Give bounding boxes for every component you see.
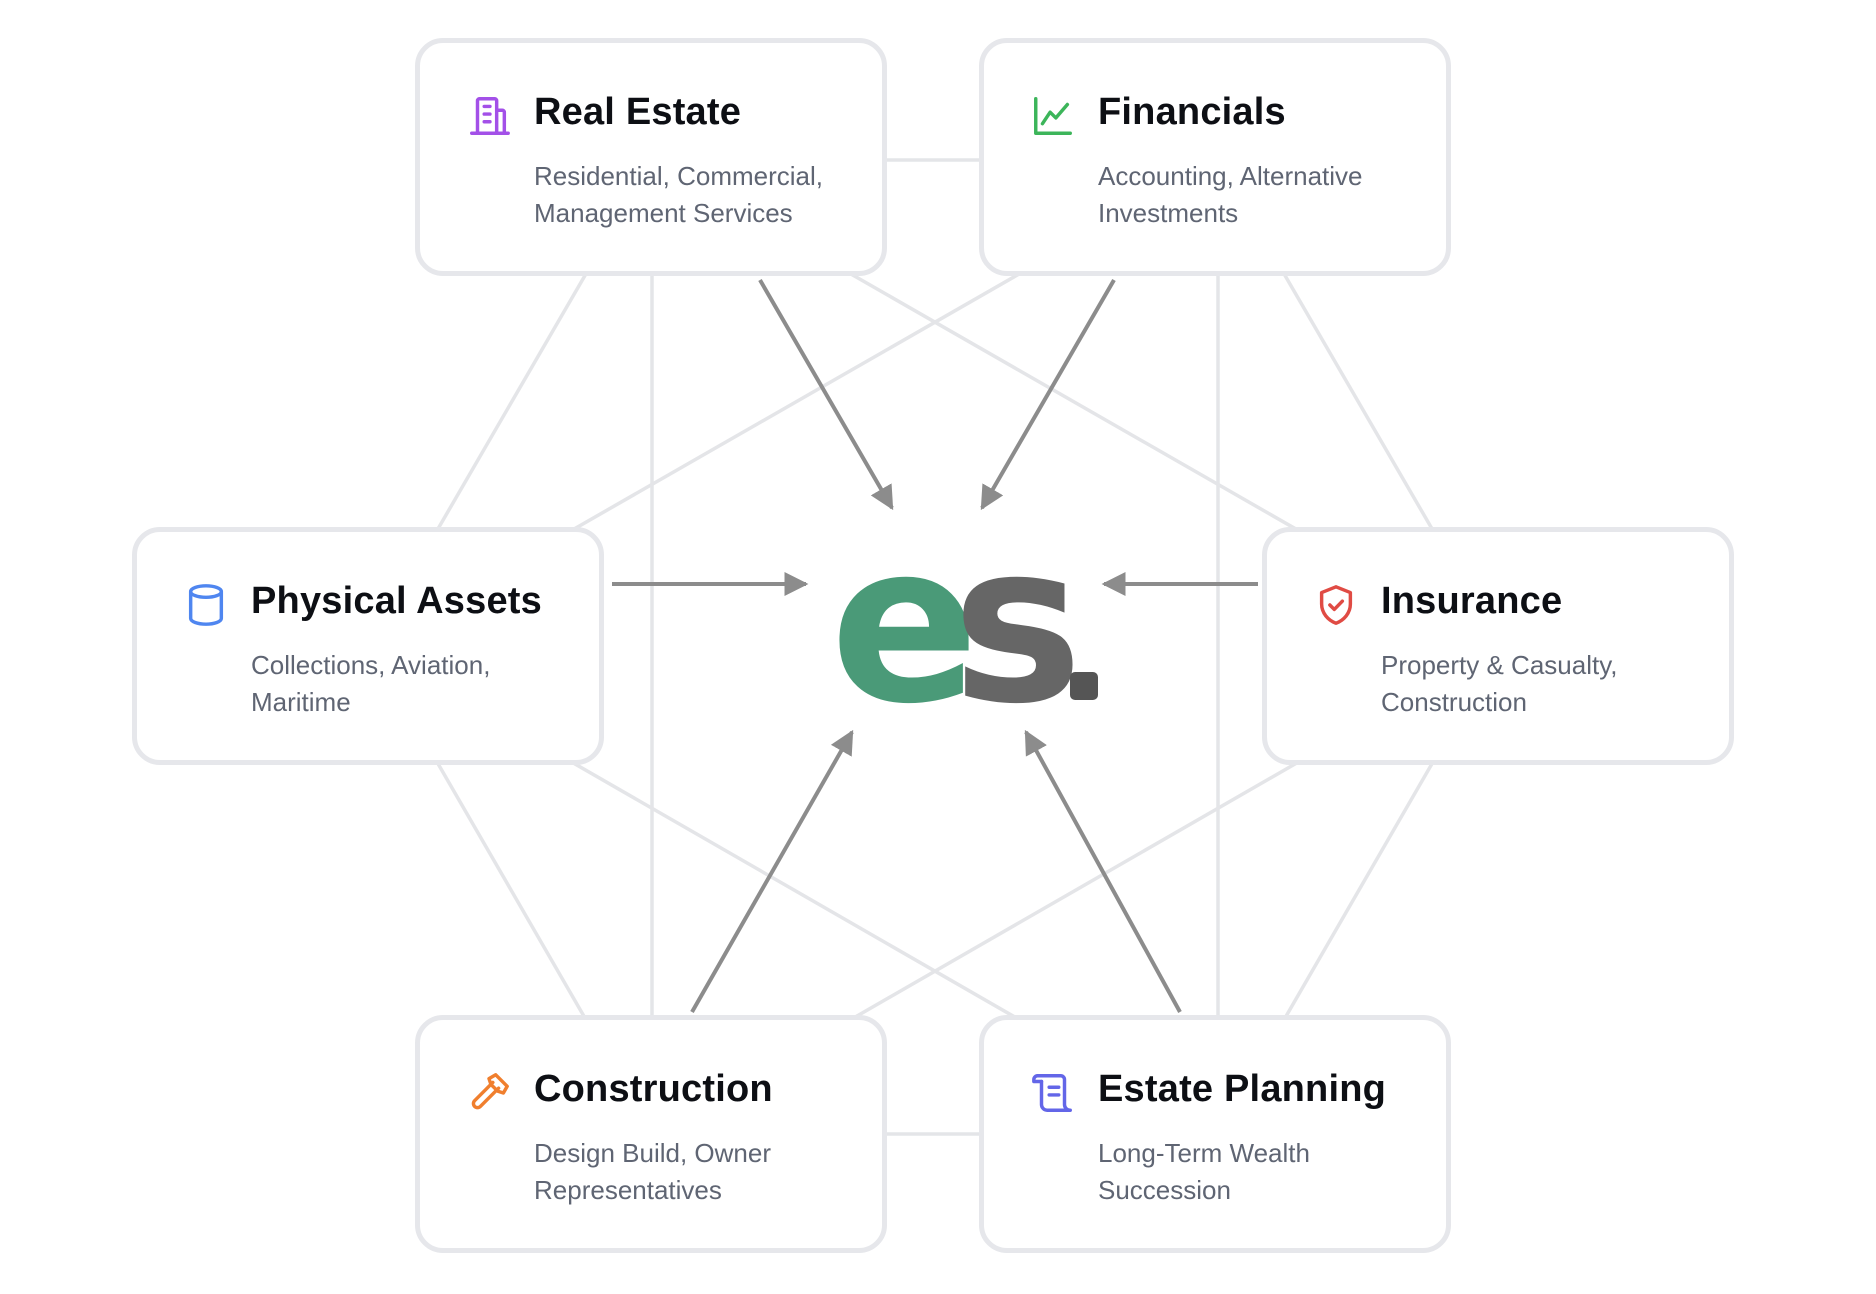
logo-letter-s: s — [952, 540, 1083, 720]
card-description: Long-Term Wealth Succession — [1098, 1135, 1428, 1209]
card-estate-planning[interactable]: Estate Planning Long-Term Wealth Success… — [979, 1015, 1451, 1253]
line-chart-icon — [1030, 93, 1076, 139]
card-real-estate[interactable]: Real Estate Residential, Commercial, Man… — [415, 38, 887, 276]
card-description-line: Collections, Aviation, — [251, 650, 491, 680]
logo-dot — [1070, 672, 1098, 700]
building-icon — [466, 93, 512, 139]
es-logo: e s — [830, 540, 1098, 720]
logo-letter-e: e — [830, 540, 973, 720]
card-description: Design Build, Owner Representatives — [534, 1135, 864, 1209]
card-construction[interactable]: Construction Design Build, Owner Represe… — [415, 1015, 887, 1253]
card-insurance[interactable]: Insurance Property & Casualty, Construct… — [1262, 527, 1734, 765]
card-description-line: Long-Term Wealth — [1098, 1138, 1310, 1168]
hammer-icon — [466, 1070, 512, 1116]
arrow-construction — [690, 729, 854, 1013]
card-title: Construction — [534, 1068, 773, 1110]
card-description: Residential, Commercial, Management Serv… — [534, 158, 864, 232]
card-physical-assets[interactable]: Physical Assets Collections, Aviation, M… — [132, 527, 604, 765]
card-description: Collections, Aviation, Maritime — [251, 647, 581, 721]
card-title: Insurance — [1381, 580, 1563, 622]
arrow-real-estate — [758, 278, 894, 511]
card-description-line: Maritime — [251, 687, 351, 717]
card-title: Estate Planning — [1098, 1068, 1387, 1110]
card-description-line: Accounting, Alternative — [1098, 161, 1363, 191]
card-description-line: Succession — [1098, 1175, 1231, 1205]
card-description-line: Investments — [1098, 198, 1239, 228]
card-description-line: Construction — [1381, 687, 1527, 717]
card-description-line: Residential, Commercial, — [534, 161, 823, 191]
scroll-icon — [1030, 1070, 1076, 1116]
card-description-line: Design Build, Owner — [534, 1138, 771, 1168]
card-title: Real Estate — [534, 91, 742, 133]
card-description: Accounting, Alternative Investments — [1098, 158, 1428, 232]
card-description-line: Management Services — [534, 198, 793, 228]
card-description-line: Property & Casualty, — [1381, 650, 1618, 680]
card-title: Physical Assets — [251, 580, 542, 622]
arrow-financials — [980, 278, 1116, 511]
card-financials[interactable]: Financials Accounting, Alternative Inves… — [979, 38, 1451, 276]
card-description-line: Representatives — [534, 1175, 722, 1205]
card-title: Financials — [1098, 91, 1286, 133]
shield-check-icon — [1313, 582, 1359, 628]
database-icon — [183, 582, 229, 628]
arrow-estate-planning — [1024, 729, 1182, 1013]
card-description: Property & Casualty, Construction — [1381, 647, 1711, 721]
